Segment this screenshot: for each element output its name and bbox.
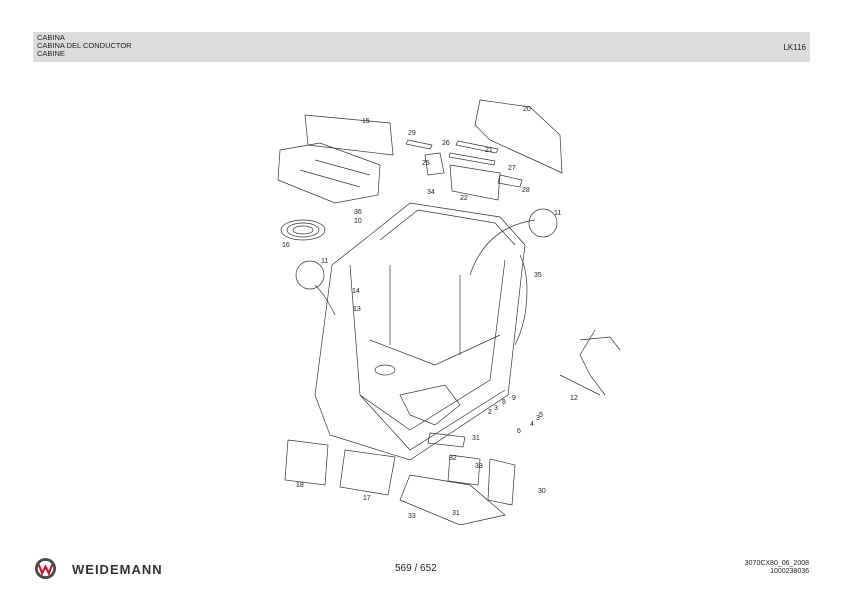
- callout-20: 20: [523, 106, 531, 113]
- callout-4: 4: [530, 421, 534, 428]
- part-18-plate: [284, 439, 329, 486]
- callout-31: 32: [449, 455, 457, 462]
- callout-29: 31: [452, 510, 460, 517]
- exploded-parts-diagram: 20 15 29 26 21 25 27 28 22 34 36 10 11 1…: [260, 95, 621, 526]
- callout-7: 8: [502, 399, 506, 406]
- part-16-cable-coil: [280, 219, 326, 241]
- document-reference: 3070CX80_06_2008 1000238036: [745, 560, 809, 576]
- callout-26: 28: [522, 187, 530, 194]
- callout-5: 5: [539, 412, 543, 419]
- cabin-drawing: 20 15 29 26 21 25 27 28 22 34 36 10 11 1…: [277, 99, 621, 526]
- callout-9: 3: [494, 405, 498, 412]
- callout-11-left: 11: [321, 258, 328, 265]
- callout-12: 12: [570, 395, 578, 402]
- callout-16: 16: [282, 242, 290, 249]
- part-17-plate: [339, 449, 396, 496]
- title-it: CABINA: [37, 33, 65, 42]
- callout-2: 2: [488, 409, 492, 416]
- callout-36: 36: [354, 209, 362, 216]
- title-fr: CABINE: [37, 49, 65, 58]
- callout-8: 9: [512, 395, 516, 402]
- callout-15: 15: [362, 118, 370, 125]
- brand-name: WEIDEMANN: [72, 562, 163, 577]
- callout-3: 3: [536, 415, 540, 422]
- callout-28: 30: [538, 488, 546, 495]
- callout-27: 29: [408, 130, 416, 137]
- part-22-panel: [449, 164, 501, 201]
- document-number: 1000238036: [770, 568, 809, 575]
- callout-14: 14: [352, 288, 360, 295]
- part-29-base: [399, 474, 506, 526]
- callout-33: 33: [408, 513, 416, 520]
- callout-25: 27: [508, 165, 516, 172]
- callout-17: 17: [363, 495, 371, 502]
- weidemann-logo-icon: [34, 557, 57, 580]
- callout-10: 10: [354, 218, 362, 225]
- part-12-bracket: [579, 336, 621, 351]
- callout-34: 34: [427, 189, 435, 196]
- callout-6: 6: [517, 428, 521, 435]
- part-15-panel: [304, 114, 394, 156]
- callout-11-right: 11: [554, 210, 561, 217]
- cabin-frame: [314, 202, 526, 461]
- section-titles: CABINA CABINA DEL CONDUCTOR CABINE: [37, 34, 132, 58]
- callout-32: 33: [475, 463, 483, 470]
- callout-13: 13: [353, 306, 361, 313]
- callout-30: 31: [472, 435, 480, 442]
- callout-18: 18: [296, 482, 304, 489]
- part-20-panel: [474, 99, 563, 174]
- section-code: LK116: [783, 43, 806, 52]
- callout-21: 21: [485, 147, 493, 154]
- callout-22: 22: [460, 195, 468, 202]
- document-id: 3070CX80_06_2008: [744, 560, 809, 567]
- part-insulation-block: [277, 142, 381, 204]
- callout-35: 35: [534, 272, 542, 279]
- callout-24: 26: [442, 140, 450, 147]
- callout-23: 25: [422, 160, 430, 167]
- page-number: 569 / 652: [395, 563, 437, 574]
- page-header: CABINA CABINA DEL CONDUCTOR CABINE LK116: [33, 32, 810, 62]
- title-es: CABINA DEL CONDUCTOR: [37, 41, 132, 50]
